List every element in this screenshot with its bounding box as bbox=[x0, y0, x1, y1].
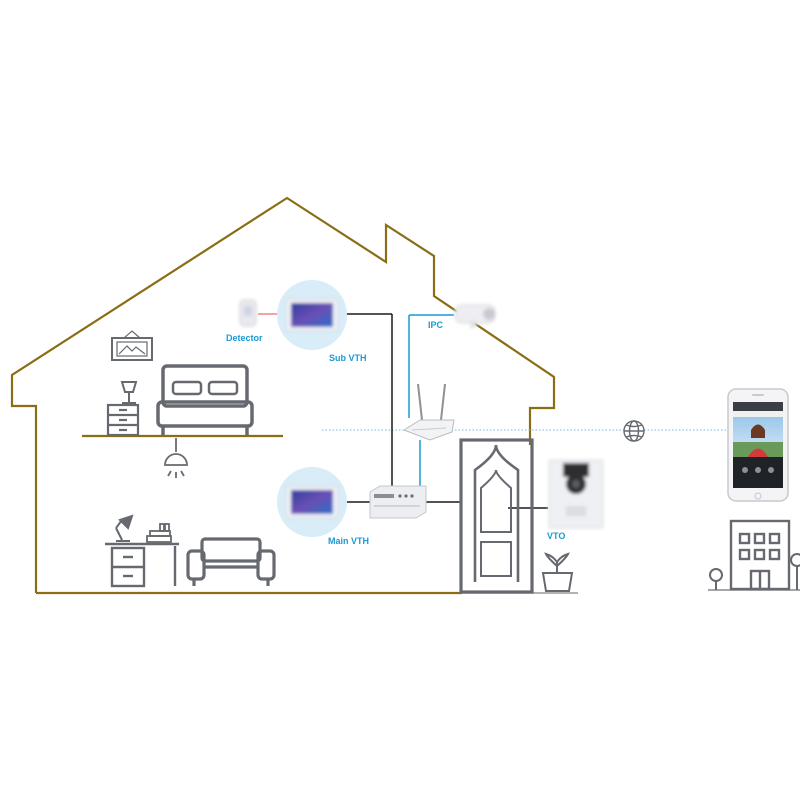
plant-icon bbox=[541, 552, 574, 592]
desk-icon bbox=[105, 542, 179, 588]
switch-icon bbox=[369, 485, 427, 519]
building-icon bbox=[729, 519, 791, 591]
picture-frame-icon bbox=[111, 330, 153, 361]
house-outline bbox=[10, 196, 556, 593]
door-icon bbox=[459, 438, 534, 594]
vto-panel-icon bbox=[548, 459, 604, 529]
ceiling-light-icon bbox=[164, 438, 188, 478]
main-vth-monitor-icon bbox=[277, 467, 347, 537]
router-icon bbox=[402, 383, 455, 441]
globe-icon bbox=[623, 420, 645, 442]
ipc-camera-icon bbox=[454, 304, 496, 328]
sub-vth-monitor-icon bbox=[277, 280, 347, 350]
sofa-icon bbox=[186, 537, 276, 586]
desk-lamp-icon bbox=[115, 514, 134, 542]
sub-vth-label: Sub VTH bbox=[329, 353, 367, 363]
detector-label: Detector bbox=[226, 333, 263, 343]
vto-label: VTO bbox=[547, 531, 566, 541]
detector-icon bbox=[239, 299, 257, 327]
bed-icon bbox=[156, 364, 254, 436]
main-vth-label: Main VTH bbox=[328, 536, 370, 546]
ipc-label: IPC bbox=[428, 320, 444, 330]
nightstand-icon bbox=[106, 403, 140, 437]
smartphone-icon bbox=[727, 388, 789, 502]
tree-icon bbox=[709, 553, 800, 590]
cables bbox=[258, 313, 548, 509]
books-icon bbox=[146, 523, 172, 543]
lamp-icon bbox=[120, 381, 138, 404]
